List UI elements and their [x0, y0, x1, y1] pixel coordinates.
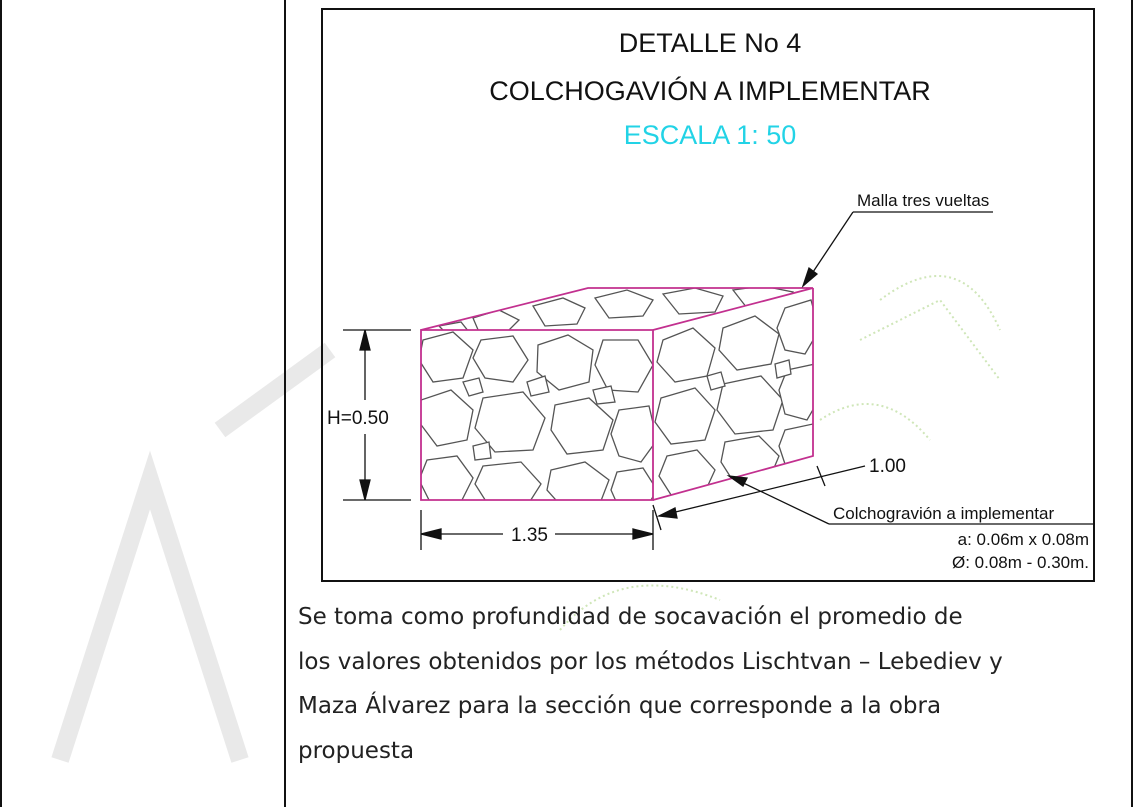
leader-mesh — [801, 211, 993, 289]
paragraph-line: Maza Álvarez para la sección que corresp… — [298, 693, 942, 719]
stone-fill-front — [421, 331, 653, 500]
gabion-box-edges — [420, 287, 814, 501]
stone-fill-side — [654, 299, 813, 499]
paragraph-line: propuesta — [298, 737, 415, 764]
width-label: 1.00 — [869, 456, 906, 477]
height-label: H=0.50 — [327, 408, 389, 429]
paragraph-line: los valores obtenidos por los métodos Li… — [298, 648, 1003, 675]
gabion-drawing: H=0.50 1.35 1.00 Malla tres vueltas — [327, 191, 1093, 572]
dimension-width — [652, 465, 866, 531]
gabion-label: Colchogravión a implementar — [833, 504, 1054, 523]
dimension-height — [343, 329, 411, 501]
mesh-label: Malla tres vueltas — [857, 191, 989, 210]
table-border-left — [0, 0, 2, 807]
figure-scale: ESCALA 1: 50 — [623, 120, 797, 150]
spec-opening: a: 0.06m x 0.08m — [958, 530, 1089, 549]
length-label: 1.35 — [511, 525, 548, 546]
body-paragraph: Se toma como profundidad de socavación e… — [298, 595, 1118, 773]
spec-diameter: Ø: 0.08m - 0.30m. — [952, 553, 1089, 572]
leader-gabion — [726, 475, 1093, 525]
detail-figure: DETALLE No 4 COLCHOGAVIÓN A IMPLEMENTAR … — [321, 8, 1095, 582]
paragraph-line: Se toma como profundidad de socavación e… — [298, 604, 963, 630]
figure-subtitle: COLCHOGAVIÓN A IMPLEMENTAR — [489, 76, 931, 106]
figure-title: DETALLE No 4 — [618, 28, 802, 58]
table-border-right — [1131, 0, 1133, 807]
table-border-middle — [284, 0, 286, 807]
dimension-length — [420, 510, 654, 550]
